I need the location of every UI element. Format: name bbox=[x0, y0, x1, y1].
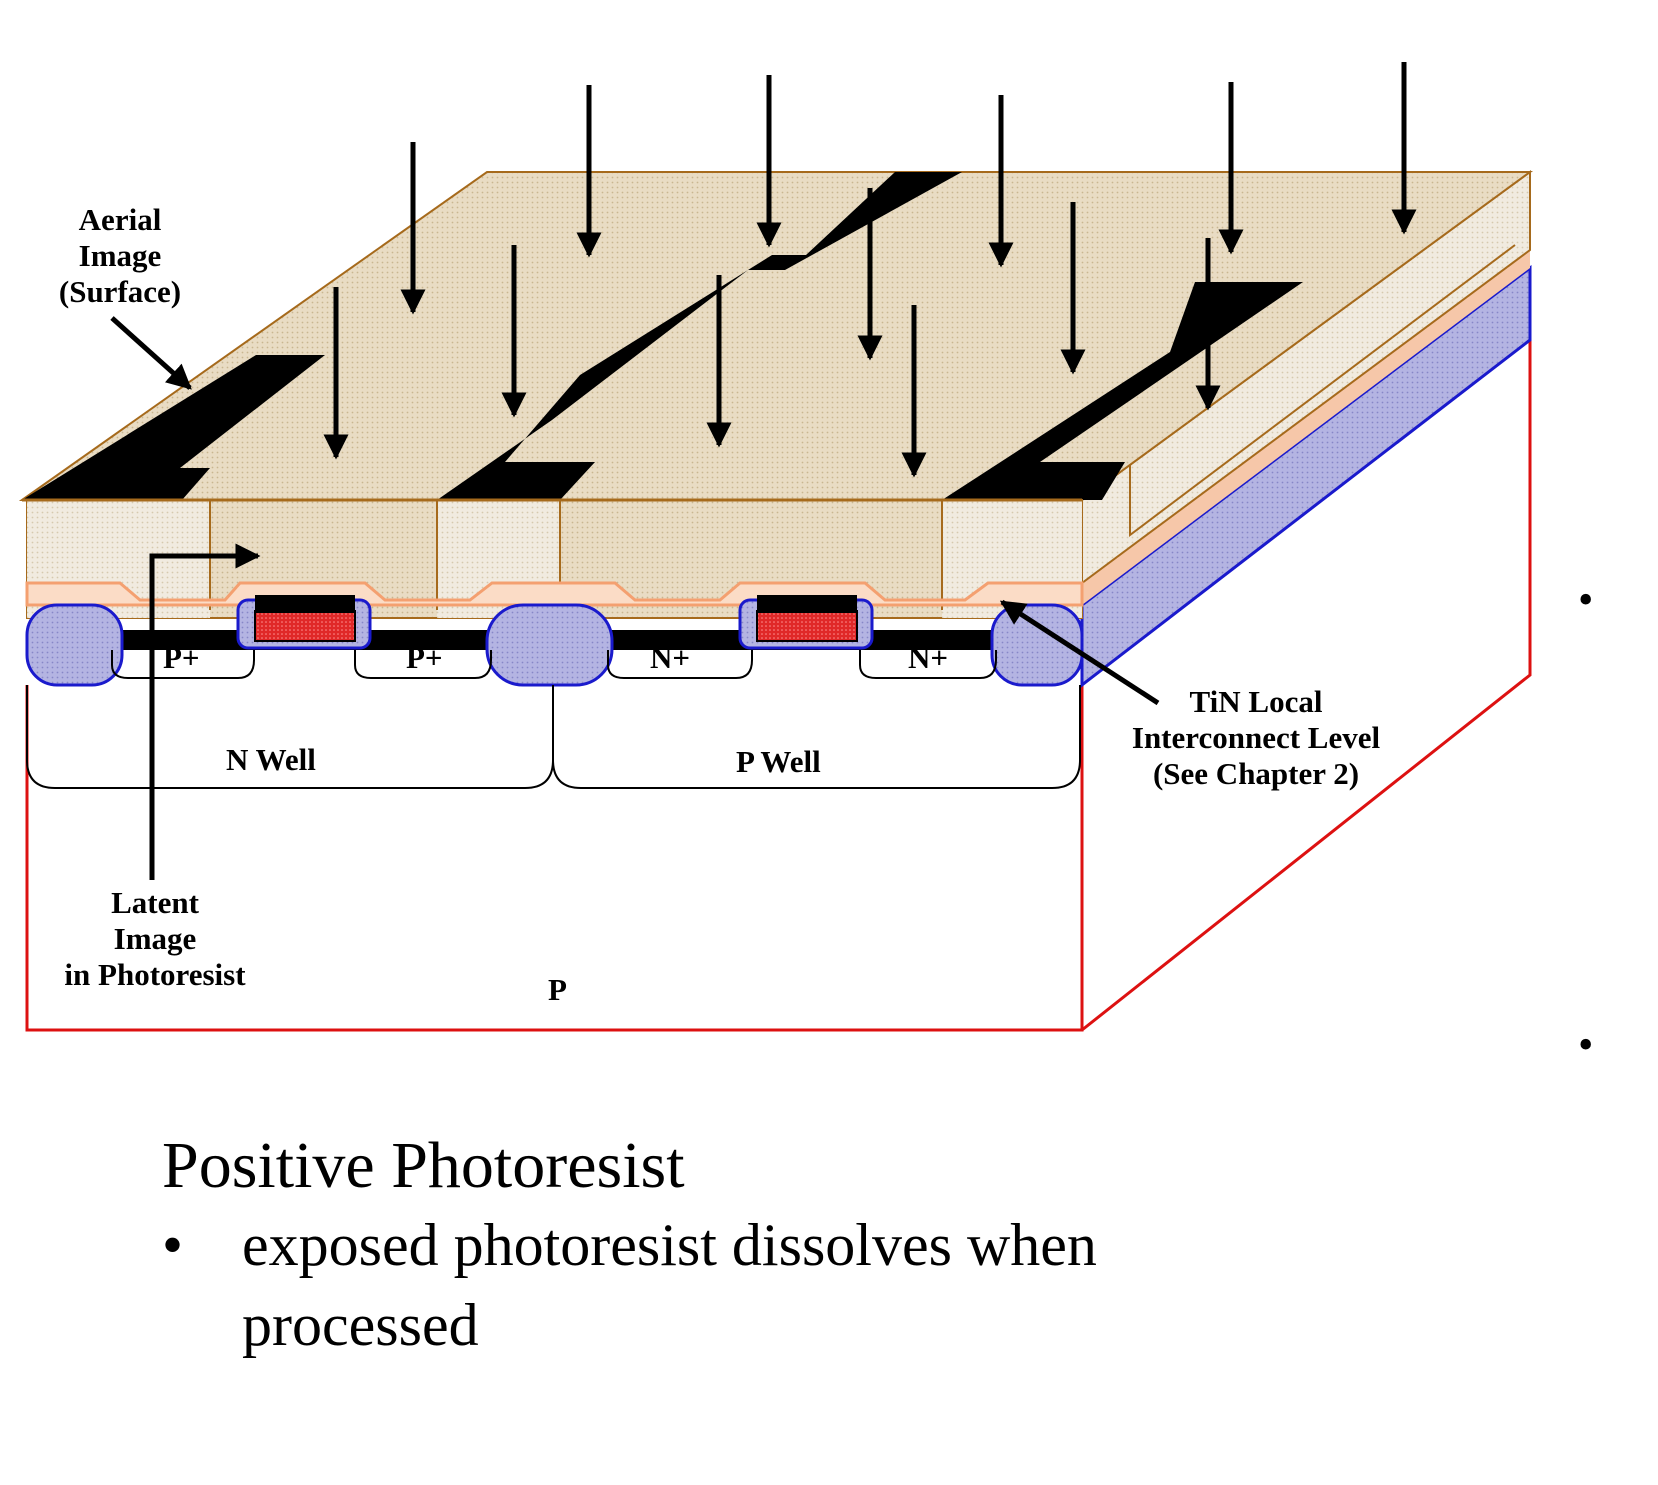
substrate-block bbox=[25, 340, 1532, 1032]
junction-n-plus-1 bbox=[607, 650, 753, 679]
gate-left bbox=[254, 610, 356, 642]
junction-p-plus-1 bbox=[111, 650, 255, 679]
label-p-well: P Well bbox=[736, 744, 821, 779]
n-well-boundary bbox=[26, 685, 554, 789]
tin-side-face bbox=[1082, 250, 1530, 605]
exposure-arrows bbox=[323, 62, 1417, 478]
slide-title: Positive Photoresist bbox=[162, 1129, 685, 1202]
bullet-mark: • bbox=[162, 1212, 184, 1278]
latent-label-line-3: in Photoresist bbox=[64, 957, 246, 992]
gate-right-cap bbox=[757, 595, 857, 613]
tin-label-line-3: (See Chapter 2) bbox=[1153, 756, 1359, 791]
latent-label-line-2: Image bbox=[114, 921, 197, 956]
bullet-text: exposed photoresist dissolves when proce… bbox=[242, 1212, 1097, 1358]
gate-right bbox=[756, 610, 858, 642]
field-oxide-2 bbox=[485, 603, 614, 687]
p-well-boundary bbox=[552, 685, 1081, 789]
label-p-plus-2: P+ bbox=[406, 640, 443, 675]
aerial-image-pattern bbox=[22, 172, 1303, 500]
field-oxide-3 bbox=[990, 603, 1084, 687]
tin-label-line-1: TiN Local bbox=[1190, 684, 1323, 719]
substrate-side-outline bbox=[1081, 340, 1532, 1032]
field-oxide-1 bbox=[25, 603, 124, 687]
aerial-label-line-1: Aerial bbox=[79, 202, 162, 237]
substrate-front-face bbox=[27, 685, 1082, 1030]
aerial-image-callout: Aerial Image (Surface) bbox=[59, 202, 192, 390]
device-layer bbox=[25, 595, 1084, 789]
aerial-callout-arrow bbox=[110, 316, 192, 390]
side-faces bbox=[1080, 170, 1532, 689]
side-bullet-1: • bbox=[1578, 575, 1594, 624]
tin-label-line-2: Interconnect Level bbox=[1132, 720, 1381, 755]
junction-n-plus-2 bbox=[859, 650, 997, 679]
side-bullet-2: • bbox=[1578, 1020, 1594, 1069]
label-n-well: N Well bbox=[226, 742, 316, 777]
label-n-plus-1: N+ bbox=[650, 640, 690, 675]
photoresist-side-inner-line bbox=[1129, 244, 1516, 538]
tin-callout-arrow bbox=[999, 599, 1160, 706]
mask-line-right bbox=[942, 282, 1303, 500]
label-p-plus-1: P+ bbox=[163, 640, 200, 675]
mask-line-middle bbox=[437, 172, 962, 500]
label-substrate: P bbox=[548, 972, 567, 1007]
latent-label-line-1: Latent bbox=[111, 885, 200, 920]
gate-left-cap bbox=[255, 595, 355, 613]
label-n-plus-2: N+ bbox=[908, 640, 948, 675]
latent-image-callout: Latent Image in Photoresist bbox=[64, 543, 261, 992]
mask-line-left bbox=[22, 355, 325, 500]
aerial-label-line-2: Image bbox=[79, 238, 162, 273]
tin-callout: TiN Local Interconnect Level (See Chapte… bbox=[999, 599, 1381, 791]
latent-callout-arrow bbox=[149, 543, 261, 880]
aerial-label-line-3: (Surface) bbox=[59, 274, 181, 309]
junction-p-plus-2 bbox=[354, 650, 492, 679]
substrate-outline bbox=[25, 685, 1084, 1032]
